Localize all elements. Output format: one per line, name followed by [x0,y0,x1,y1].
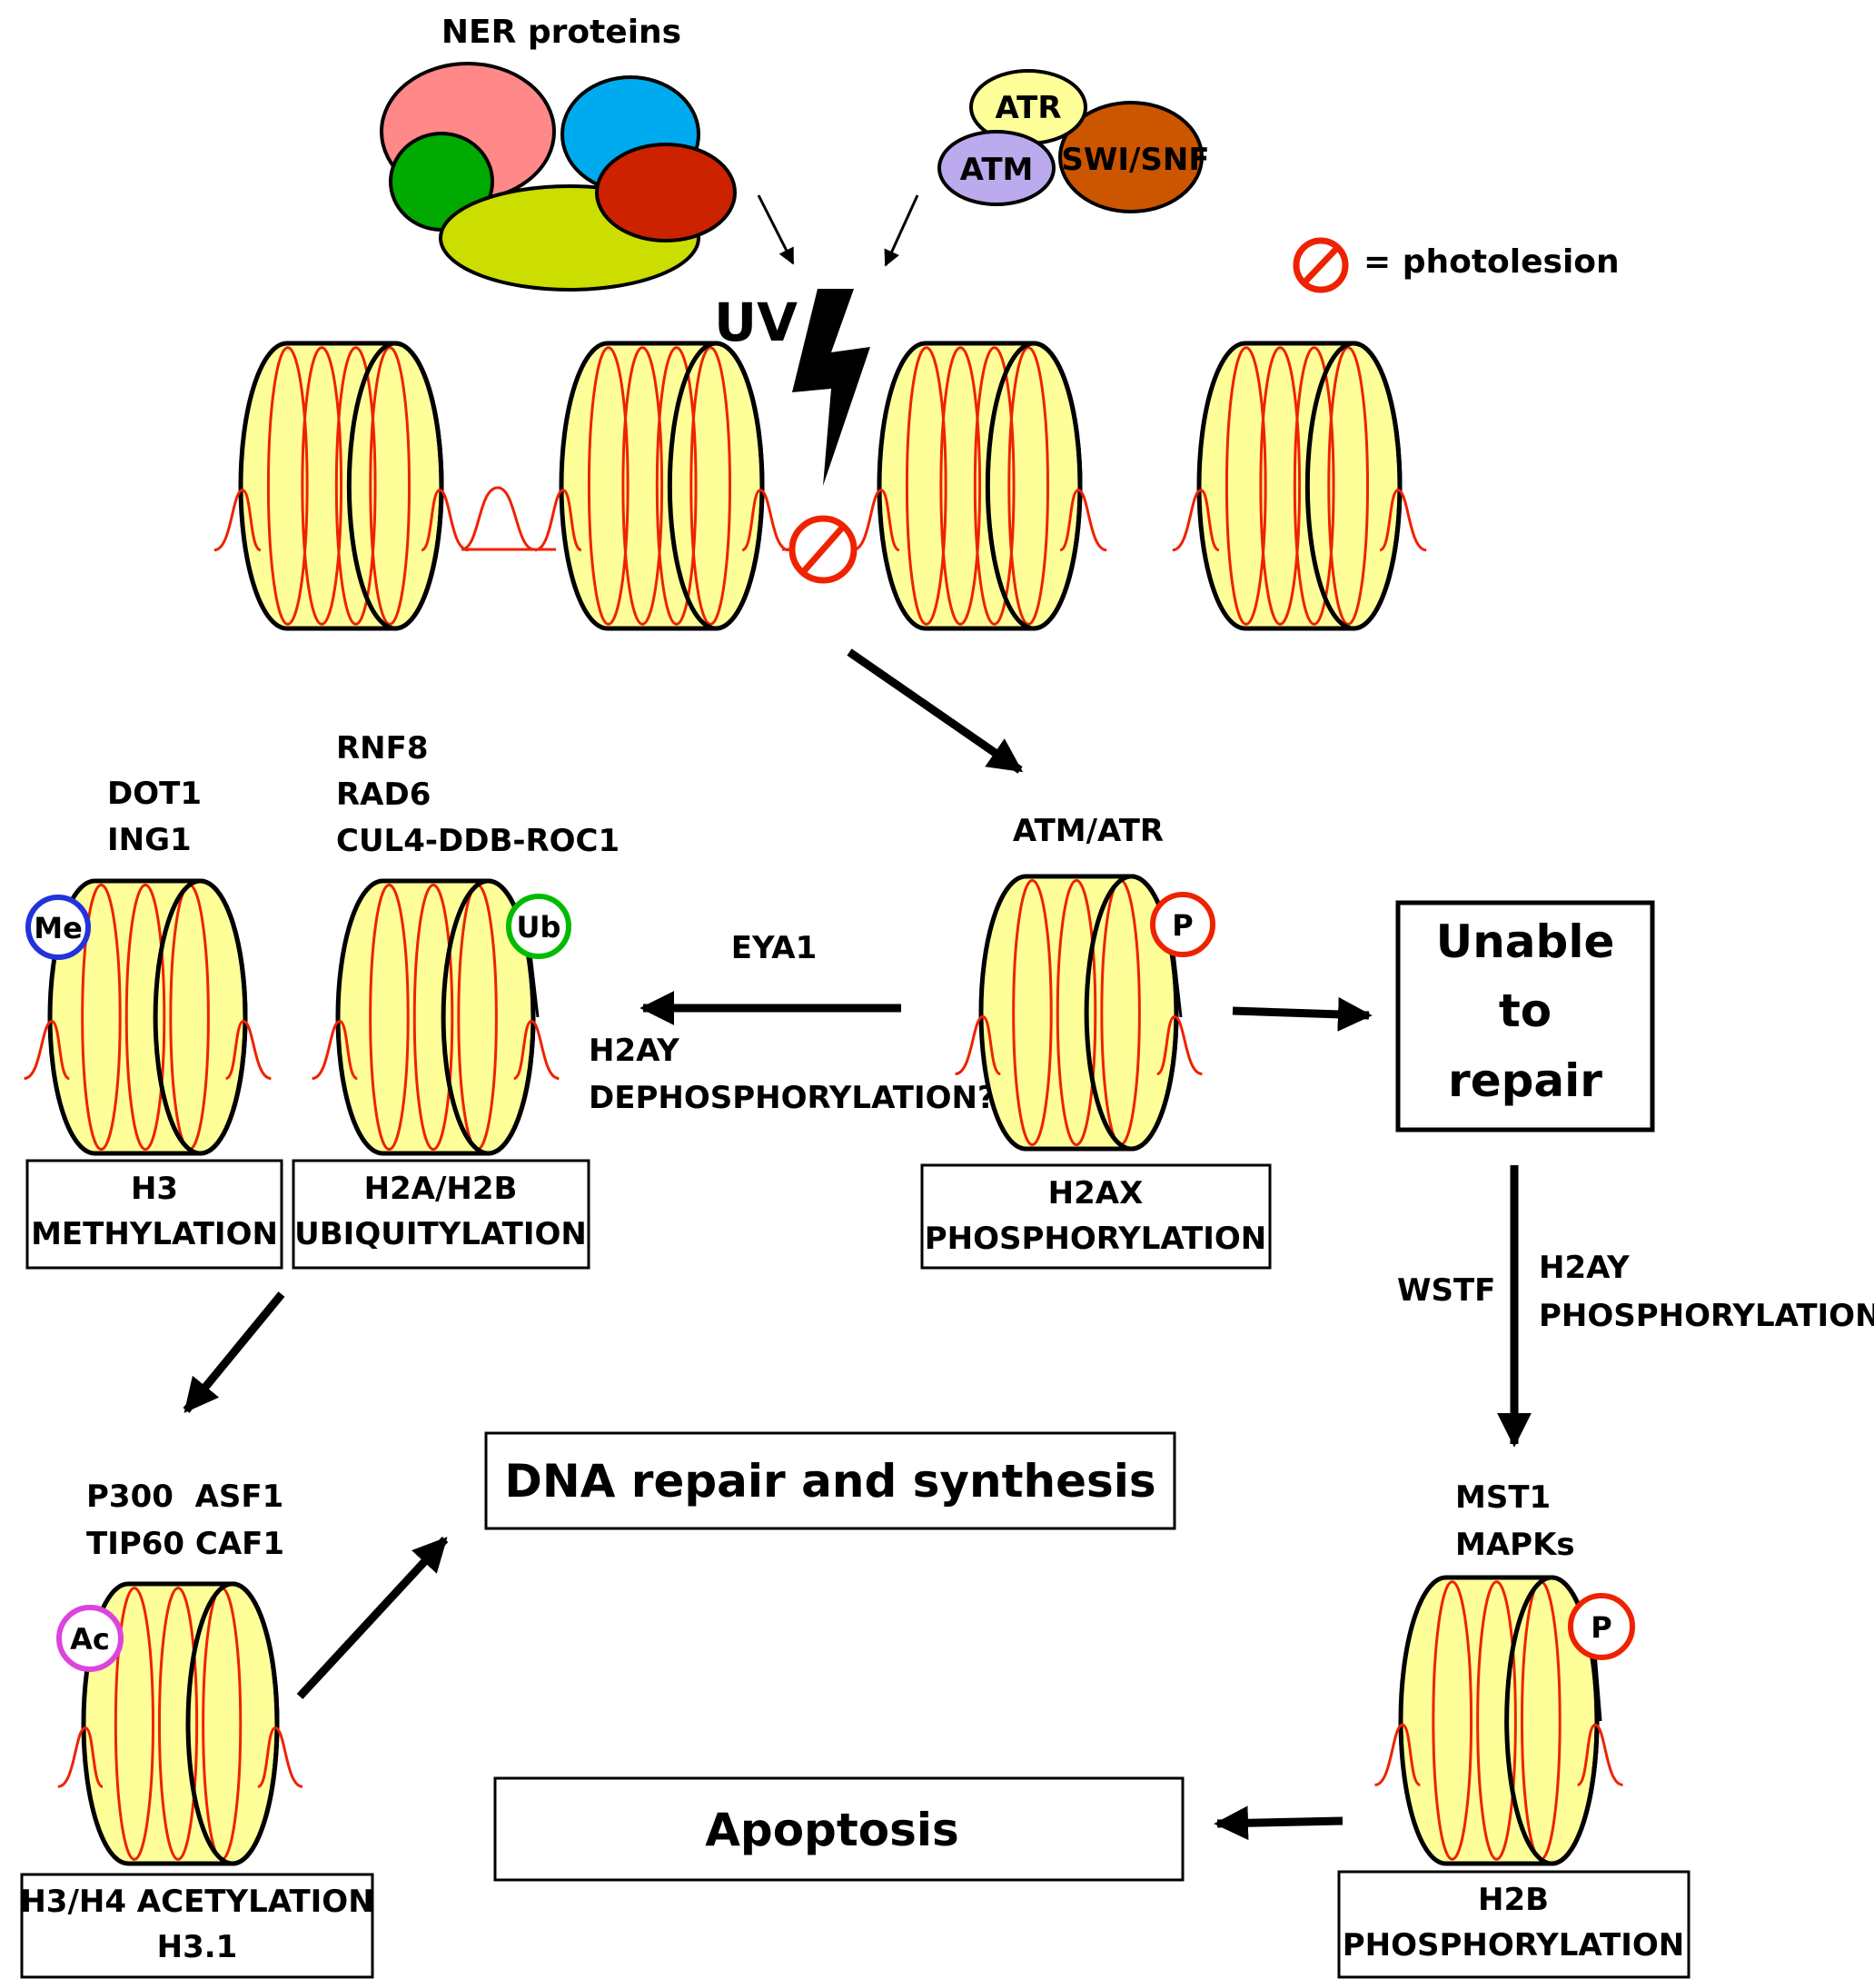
arrow-to-h2ax [847,648,1024,774]
h3-h4-acetylation-box [20,1873,374,1979]
atm-recruit-arrow [884,194,919,267]
dephosphorylation-label: DEPHOSPHORYLATION? [589,1080,996,1116]
phospho-mark-label: P [1591,1610,1611,1645]
nucleosome [852,341,1107,631]
ner-protein-complex: NER proteins [380,14,737,292]
h3-methylation-box [25,1159,283,1270]
enzyme-label: DOT1 [107,776,202,812]
ner-proteins-title: NER proteins [441,14,681,51]
arrow-to-unable-repair [1232,996,1373,1032]
atm-oval [937,130,1056,206]
eya1-label: EYA1 [731,930,818,966]
acetyl-mark-label: Ac [70,1622,110,1657]
enzyme-label: ING1 [107,822,192,858]
enzyme-label: MST1 [1455,1479,1551,1516]
nucleosome [312,878,560,1156]
swisnf-label: SWI/SNF [1061,142,1209,178]
nucleosome [57,1581,303,1866]
box-label: H2AX [1048,1175,1144,1212]
acetyl-mark-ring [56,1605,124,1672]
nucleosome [534,341,789,631]
methyl-mark-label: Me [34,911,83,945]
enzyme-label: MAPKs [1455,1527,1575,1563]
photolesion-icon [788,515,858,584]
wstf-label: WSTF [1397,1272,1495,1309]
phospho-mark-label: P [1172,908,1193,943]
uv-label: UV [714,292,798,353]
unable-to-repair-text: Unable [1436,915,1615,968]
box-label: H2B [1478,1882,1549,1918]
apoptosis-text: Apoptosis [705,1804,959,1856]
arrow-to-dna-repair [296,1536,449,1700]
nucleosome [1172,341,1427,631]
uv-lightning-bolt-icon [792,289,870,486]
ner-protein-red [595,143,737,242]
phospho-mark-ring [1150,892,1215,957]
h3-h4-acetylation-module: P300 ASF1 TIP60 CAF1 Ac H3/H4 ACETYLATIO… [20,1479,374,1979]
photolesion-legend: = photolesion [1293,237,1620,293]
enzyme-label: RAD6 [336,776,431,813]
apoptosis-box [493,1776,1185,1882]
chromatin-fiber [213,341,1427,631]
photolesion-icon [1293,237,1349,293]
box-label: H2A/H2B [364,1171,518,1207]
h2b-phosphorylation-module: MST1 MAPKs P H2B PHOSPHORYLATION [1337,1479,1691,1979]
enzyme-label: P300 ASF1 [86,1479,283,1515]
dna-repair-box [484,1431,1176,1530]
histone-tail [529,953,540,1018]
dephosphorylation-label: H2AY [589,1033,679,1069]
atm-label: ATM [960,152,1034,188]
unable-to-repair-text: to [1499,984,1552,1037]
h2a-h2b-ubiquitylation-box [292,1159,590,1270]
methyl-mark-ring [25,895,91,960]
box-label: UBIQUITYLATION [294,1216,587,1252]
box-label: H3.1 [157,1929,238,1965]
h2b-phosphorylation-box [1337,1870,1691,1979]
enzyme-label: CUL4-DDB-ROC1 [336,823,620,859]
h3-methylation-module: DOT1 ING1 Me H3 METHYLATION [24,776,283,1270]
h2a-h2b-ubiquitylation-module: RNF8 RAD6 CUL4-DDB-ROC1 Ub H2A/H2B UBIQU… [292,730,620,1270]
atr-label: ATR [995,90,1061,126]
box-label: PHOSPHORYLATION [1343,1927,1685,1963]
phosphorylation-label: H2AY [1539,1250,1630,1286]
photolesion-legend-text: = photolesion [1363,243,1620,281]
kinase-remodeler-complex: ATR ATM SWI/SNF [937,69,1210,213]
unable-to-repair-text: repair [1448,1054,1602,1107]
histone-tail [1593,1652,1602,1722]
box-label: H3 [131,1171,178,1207]
enzyme-label: ATM/ATR [1013,813,1164,849]
h2ax-phosphorylation-box [920,1163,1272,1270]
dna-repair-text: DNA repair and synthesis [504,1455,1155,1508]
nucleosome [955,874,1203,1152]
box-label: PHOSPHORYLATION [925,1221,1267,1257]
nucleosome [213,341,469,631]
box-label: METHYLATION [31,1216,278,1252]
box-label: H3/H4 ACETYLATION [20,1884,373,1920]
phosphorylation-label: PHOSPHORYLATION? [1539,1298,1874,1334]
arrow-to-acetylation [183,1291,285,1413]
h2ax-phosphorylation-module: ATM/ATR P H2AX PHOSPHORYLATION [920,813,1272,1270]
enzyme-label: RNF8 [336,730,429,767]
ner-recruit-arrow [757,194,795,265]
enzyme-label: TIP60 CAF1 [86,1526,284,1562]
ubiquitin-mark-ring [506,894,571,959]
ubiquitin-mark-label: Ub [517,910,561,945]
histone-tail [1172,951,1183,1018]
linker-dna [461,486,535,551]
phospho-mark-ring [1568,1593,1635,1660]
arrow-to-apoptosis [1214,1805,1344,1841]
swisnf-oval [1058,101,1204,213]
unable-to-repair-box [1395,900,1655,1132]
